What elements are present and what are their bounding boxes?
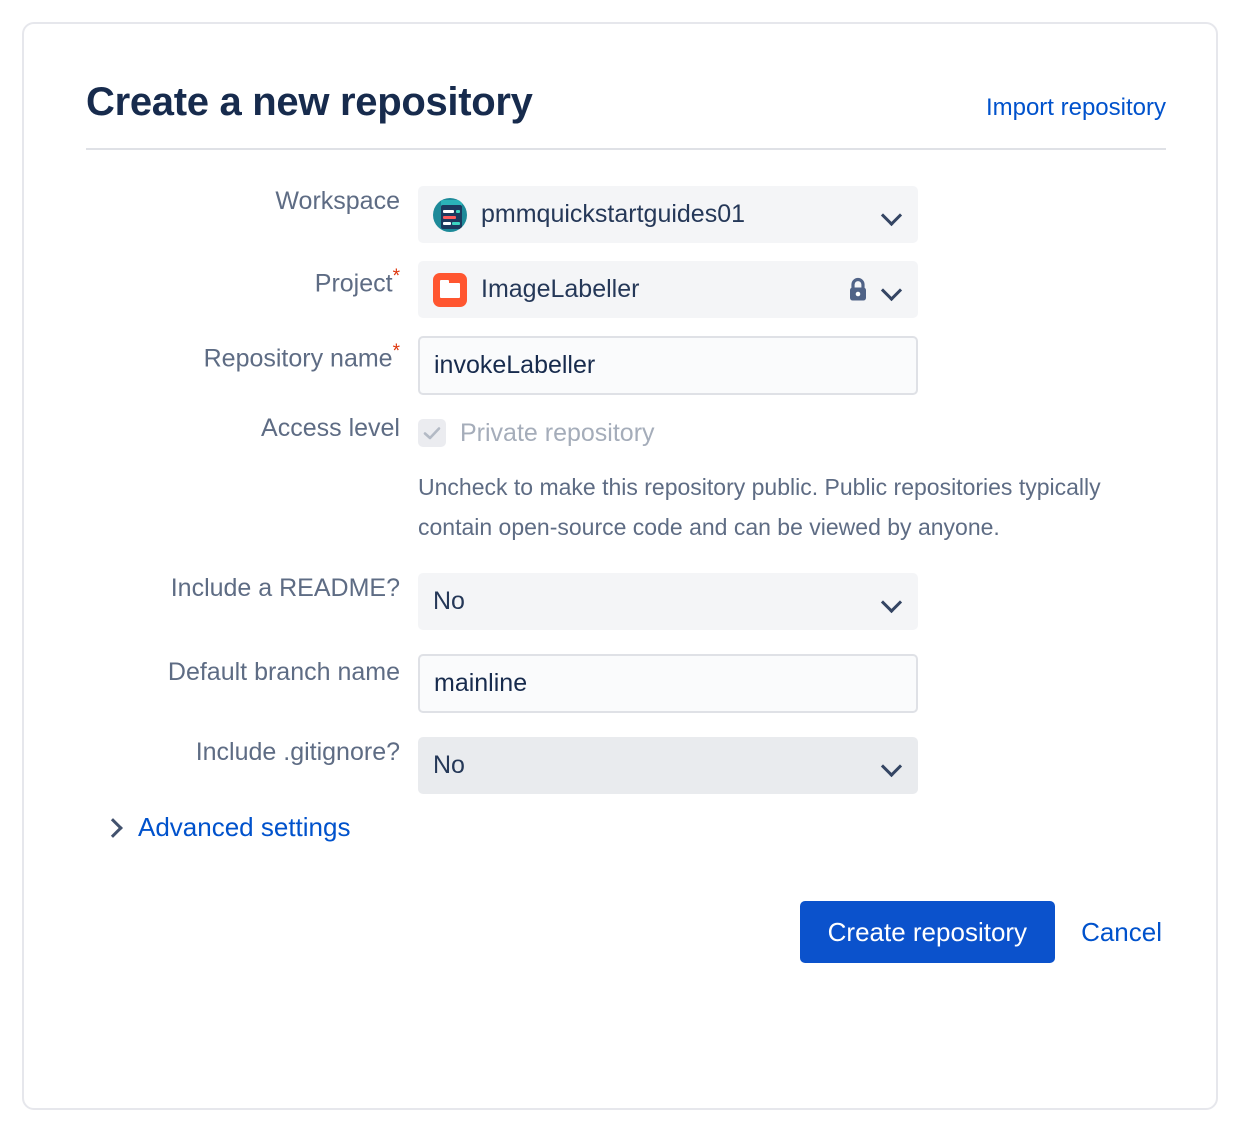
project-select[interactable]: ImageLabeller [418,261,918,318]
create-repository-form: Workspace pmmquickstartguides01 [86,186,1166,963]
form-row-default-branch-name: Default branch name [86,654,1166,713]
lock-icon [845,276,871,304]
chevron-right-icon [102,817,124,839]
private-repository-label: Private repository [460,418,655,447]
workspace-avatar-icon [433,197,467,232]
advanced-settings-toggle[interactable]: Advanced settings [102,812,1166,843]
repository-name-label: Repository name* [86,336,418,374]
private-repository-checkbox-row[interactable]: Private repository [418,413,1166,453]
include-gitignore-value: No [433,751,465,779]
include-gitignore-select[interactable]: No [418,737,918,794]
chevron-down-icon [881,591,903,613]
form-row-access-level: Access level Private repository Uncheck … [86,413,1166,547]
chevron-down-icon [881,279,903,301]
include-readme-select[interactable]: No [418,573,918,630]
page-title: Create a new repository [86,80,533,124]
folder-icon [433,272,467,307]
workspace-select[interactable]: pmmquickstartguides01 [418,186,918,243]
project-label: Project* [86,261,418,299]
advanced-settings-link[interactable]: Advanced settings [138,812,351,842]
create-repository-card: Create a new repository Import repositor… [22,22,1218,1110]
form-row-include-gitignore: Include .gitignore? No [86,737,1166,794]
chevron-down-icon [881,755,903,777]
access-level-label: Access level [261,414,400,442]
project-value: ImageLabeller [481,275,640,303]
workspace-label: Workspace [275,187,400,215]
private-repository-checkbox[interactable] [418,419,446,447]
workspace-value: pmmquickstartguides01 [481,200,746,228]
form-actions: Create repository Cancel [86,901,1166,963]
check-icon [423,427,441,440]
form-row-workspace: Workspace pmmquickstartguides01 [86,186,1166,243]
include-gitignore-label: Include .gitignore? [195,738,400,766]
import-repository-link[interactable]: Import repository [985,94,1166,121]
access-level-help-text: Uncheck to make this repository public. … [418,474,1101,540]
repository-name-label-text: Repository name [203,344,393,373]
default-branch-name-input[interactable] [418,654,918,713]
include-readme-label: Include a README? [170,574,400,602]
create-repository-button[interactable]: Create repository [799,901,1056,963]
form-row-repository-name: Repository name* [86,336,1166,395]
default-branch-name-label: Default branch name [167,658,400,686]
required-marker: * [392,266,400,287]
form-row-project: Project* ImageLabeller [86,261,1166,318]
chevron-down-icon [881,204,903,226]
repository-name-input[interactable] [418,336,918,395]
form-row-include-readme: Include a README? No [86,573,1166,630]
card-header: Create a new repository Import repositor… [86,78,1166,150]
cancel-button[interactable]: Cancel [1077,917,1166,948]
include-readme-value: No [433,587,465,615]
required-marker: * [392,341,400,362]
project-label-text: Project [314,269,393,298]
card-content: Create a new repository Import repositor… [86,78,1184,963]
